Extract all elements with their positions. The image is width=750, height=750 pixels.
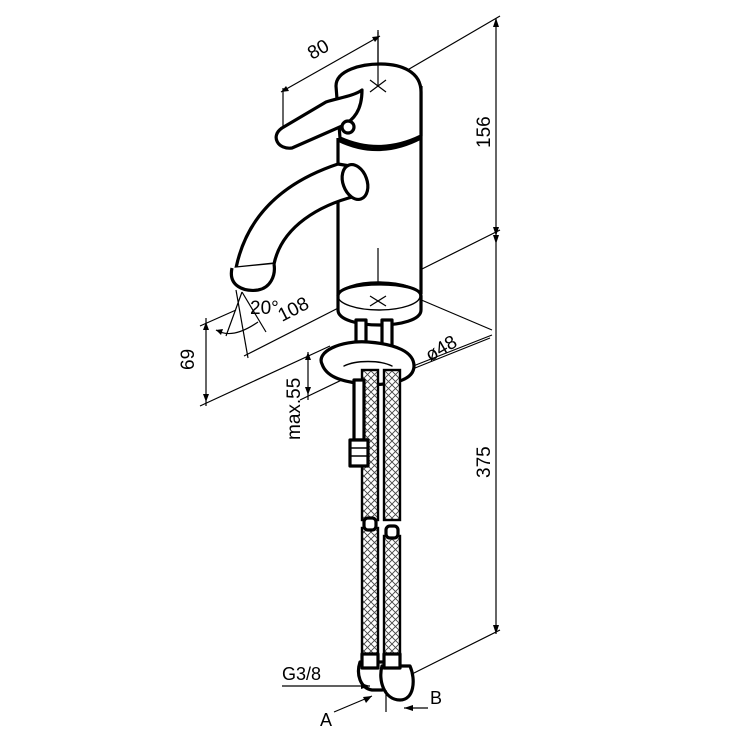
dim-80-text: 80 [304,36,333,65]
mounting-stud [348,378,370,468]
dim-48-text: ø48 [422,332,461,367]
dim-69-text: 69 [178,349,199,370]
dimension-156: 156 [379,15,501,271]
dimension-20deg: 20° [215,291,279,337]
label-b: B [404,688,442,711]
faucet-body [229,32,423,296]
dimension-69: 69 [178,309,331,407]
dim-108-text: 108 [275,293,313,326]
dim-375-text: 375 [474,446,495,478]
dim-156-text: 156 [474,116,495,148]
dim-20-text: 20° [250,298,279,319]
thread-label-g38: G3/8 [282,664,370,689]
base-plate [319,248,423,386]
dim-max55-text: max.55 [284,378,305,440]
label-b-text: B [430,688,442,708]
thread-text: G3/8 [282,664,321,684]
label-a: A [320,695,373,730]
hose-right [382,368,402,660]
label-a-text: A [320,710,332,730]
dimension-375: 375 [399,235,501,681]
hose-left [360,368,380,660]
hose-fittings [356,652,415,712]
